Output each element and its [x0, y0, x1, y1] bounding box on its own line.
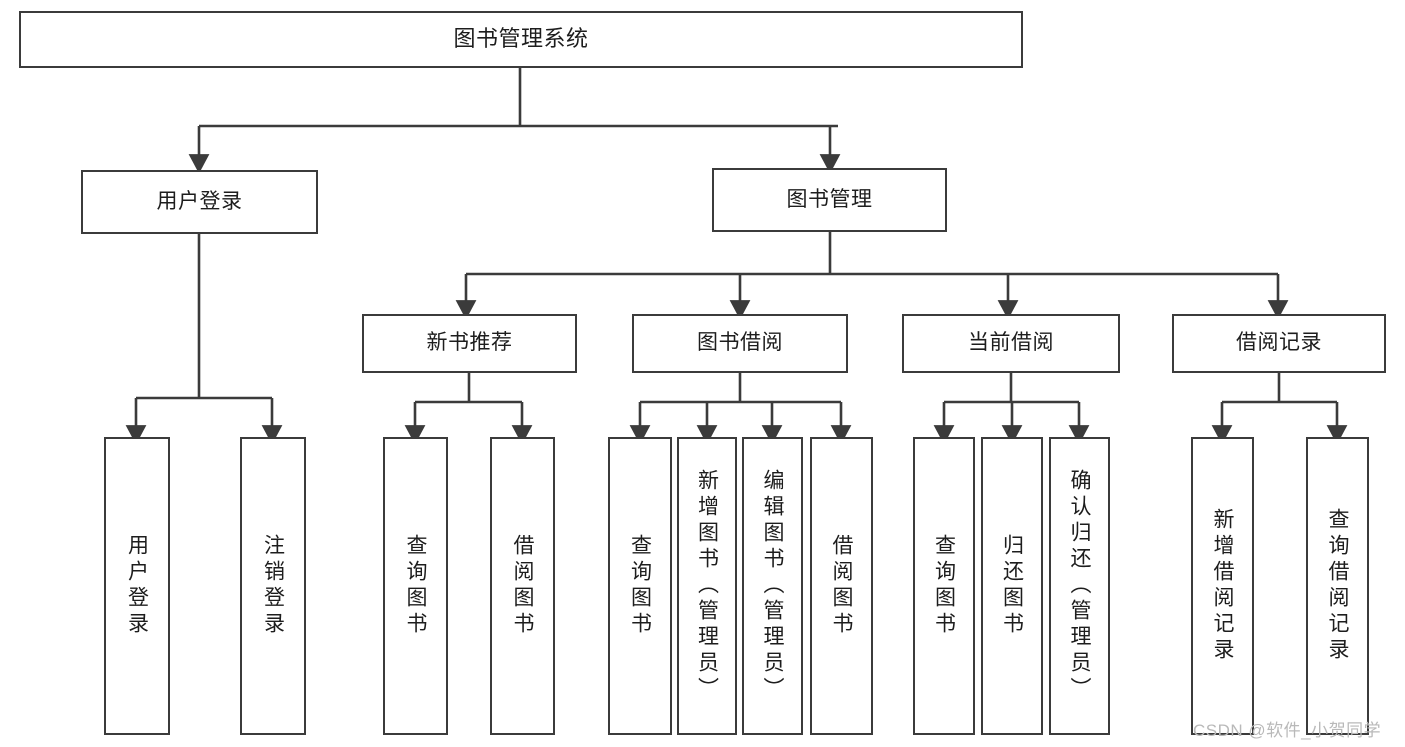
node-leaf-query-book-1[interactable]: 查询图书 — [383, 437, 448, 735]
node-borrow-record-label: 借阅记录 — [1236, 331, 1322, 355]
node-leaf-query-book-2-label: 查询图书 — [628, 534, 652, 638]
node-borrow-record[interactable]: 借阅记录 — [1172, 314, 1386, 373]
node-leaf-query-book-3[interactable]: 查询图书 — [913, 437, 975, 735]
node-current-borrow-label: 当前借阅 — [968, 331, 1054, 355]
node-leaf-edit-book-label: 编辑图书（管理员） — [761, 469, 784, 703]
node-leaf-user-login-label: 用户登录 — [125, 534, 149, 638]
node-leaf-return-book[interactable]: 归还图书 — [981, 437, 1043, 735]
node-leaf-query-record[interactable]: 查询借阅记录 — [1306, 437, 1369, 735]
node-leaf-query-book-1-label: 查询图书 — [404, 534, 427, 638]
node-leaf-query-book-2[interactable]: 查询图书 — [608, 437, 672, 735]
node-book-manage-label: 图书管理 — [786, 187, 873, 211]
node-leaf-logout[interactable]: 注销登录 — [240, 437, 306, 735]
node-root-label: 图书管理系统 — [453, 26, 589, 52]
watermark: CSDN @软件_小贺同学 — [1193, 716, 1381, 741]
node-leaf-return-book-label: 归还图书 — [1000, 534, 1024, 638]
node-leaf-confirm-return-label: 确认归还（管理员） — [1068, 469, 1091, 703]
node-leaf-user-login[interactable]: 用户登录 — [104, 437, 170, 735]
node-leaf-add-book-label: 新增图书（管理员） — [695, 469, 719, 703]
node-book-manage[interactable]: 图书管理 — [712, 168, 947, 232]
watermark-text: CSDN @软件_小贺同学 — [1193, 721, 1382, 740]
node-leaf-borrow-book-1-label: 借阅图书 — [511, 534, 534, 638]
node-leaf-borrow-book-1[interactable]: 借阅图书 — [490, 437, 555, 735]
node-leaf-edit-book[interactable]: 编辑图书（管理员） — [742, 437, 803, 735]
node-new-book-recommend-label: 新书推荐 — [426, 331, 513, 355]
node-current-borrow[interactable]: 当前借阅 — [902, 314, 1120, 373]
node-leaf-query-record-label: 查询借阅记录 — [1326, 508, 1349, 664]
node-new-book-recommend[interactable]: 新书推荐 — [362, 314, 577, 373]
node-leaf-add-book[interactable]: 新增图书（管理员） — [677, 437, 737, 735]
node-book-borrow[interactable]: 图书借阅 — [632, 314, 848, 373]
node-leaf-query-book-3-label: 查询图书 — [932, 534, 956, 638]
node-book-borrow-label: 图书借阅 — [697, 331, 783, 355]
node-leaf-add-record-label: 新增借阅记录 — [1211, 508, 1234, 664]
node-leaf-borrow-book-2[interactable]: 借阅图书 — [810, 437, 873, 735]
node-user-login-label: 用户登录 — [156, 189, 243, 213]
node-leaf-logout-label: 注销登录 — [261, 534, 285, 638]
node-leaf-add-record[interactable]: 新增借阅记录 — [1191, 437, 1254, 735]
node-leaf-borrow-book-2-label: 借阅图书 — [830, 534, 853, 638]
node-root[interactable]: 图书管理系统 — [19, 11, 1023, 68]
node-user-login[interactable]: 用户登录 — [81, 170, 318, 234]
node-leaf-confirm-return[interactable]: 确认归还（管理员） — [1049, 437, 1110, 735]
